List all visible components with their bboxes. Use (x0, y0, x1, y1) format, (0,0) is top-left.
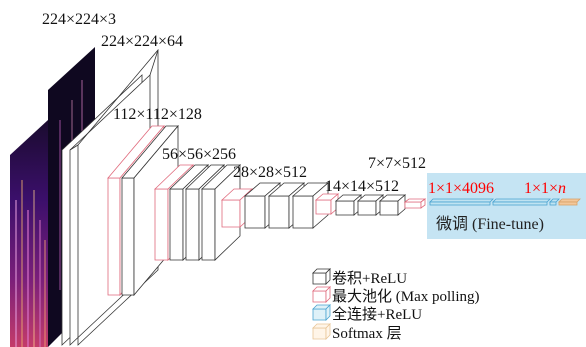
label-conv4: 28×28×512 (233, 164, 307, 181)
label-conv5: 14×14×512 (325, 178, 399, 195)
label-pool5: 7×7×512 (368, 155, 426, 172)
block1-layer-c (77, 48, 159, 346)
label-conv3: 56×56×256 (162, 146, 236, 163)
block3-conv1 (169, 188, 184, 261)
softmax-bar (558, 198, 581, 203)
spectrogram-face (10, 120, 48, 347)
label-fc2: 1×1×n (524, 180, 566, 197)
pool5-front (404, 201, 422, 209)
legend-conv: 卷积+ReLU (312, 268, 407, 287)
legend-fc-swatch (312, 308, 327, 321)
block5-conv3 (379, 200, 399, 216)
block5 (314, 193, 407, 216)
legend-conv-swatch (312, 272, 327, 285)
block5-pool-front (315, 199, 332, 215)
block3 (154, 164, 241, 261)
block2-pool-front (107, 177, 121, 296)
legend-softmax: Softmax 层 (312, 323, 402, 342)
block4-conv3 (292, 195, 314, 229)
legend-fc-label: 全连接+ReLU (332, 305, 422, 323)
label-fc2-prefix: 1×1× (524, 180, 558, 197)
label-input: 224×224×3 (42, 11, 116, 28)
legend-pool-swatch (312, 290, 327, 303)
block4 (220, 182, 330, 229)
fc-labels: 1×1×4096 1×1×n (428, 180, 566, 197)
label-conv2: 112×112×128 (113, 106, 202, 123)
label-fc1: 1×1×4096 (428, 180, 494, 197)
pool5 (403, 198, 427, 209)
dimension-labels: 224×224×3 224×224×64 112×112×128 56×56×2… (42, 11, 426, 195)
block2-conv1-front (121, 177, 135, 296)
legend-pool-label: 最大池化 (Max polling) (332, 288, 480, 305)
fc-layers (429, 198, 581, 206)
legend-conv-label: 卷积+ReLU (332, 270, 407, 287)
fc2-bar (492, 198, 551, 203)
block5-conv1 (335, 200, 355, 216)
block3-pool-front (154, 188, 169, 261)
block5-conv2 (357, 200, 377, 216)
finetune-label: 微调 (Fine-tune) (436, 215, 544, 233)
block4-pool-front (221, 199, 241, 228)
block4-conv2 (268, 195, 290, 229)
block4-conv1 (244, 195, 266, 229)
legend-fc: 全连接+ReLU (312, 304, 422, 323)
finetune-box (427, 173, 586, 239)
legend-pool: 最大池化 (Max polling) (312, 286, 480, 305)
block3-conv3 (201, 188, 216, 261)
legend: 卷积+ReLU 最大池化 (Max polling) 全连接+ReLU Soft… (312, 268, 480, 342)
fc1-bar (429, 198, 494, 203)
label-fc2-n: n (558, 180, 566, 197)
legend-softmax-swatch (312, 327, 327, 340)
legend-softmax-label: Softmax 层 (332, 326, 402, 342)
block3-conv2 (185, 188, 200, 261)
label-conv1: 224×224×64 (101, 33, 183, 50)
